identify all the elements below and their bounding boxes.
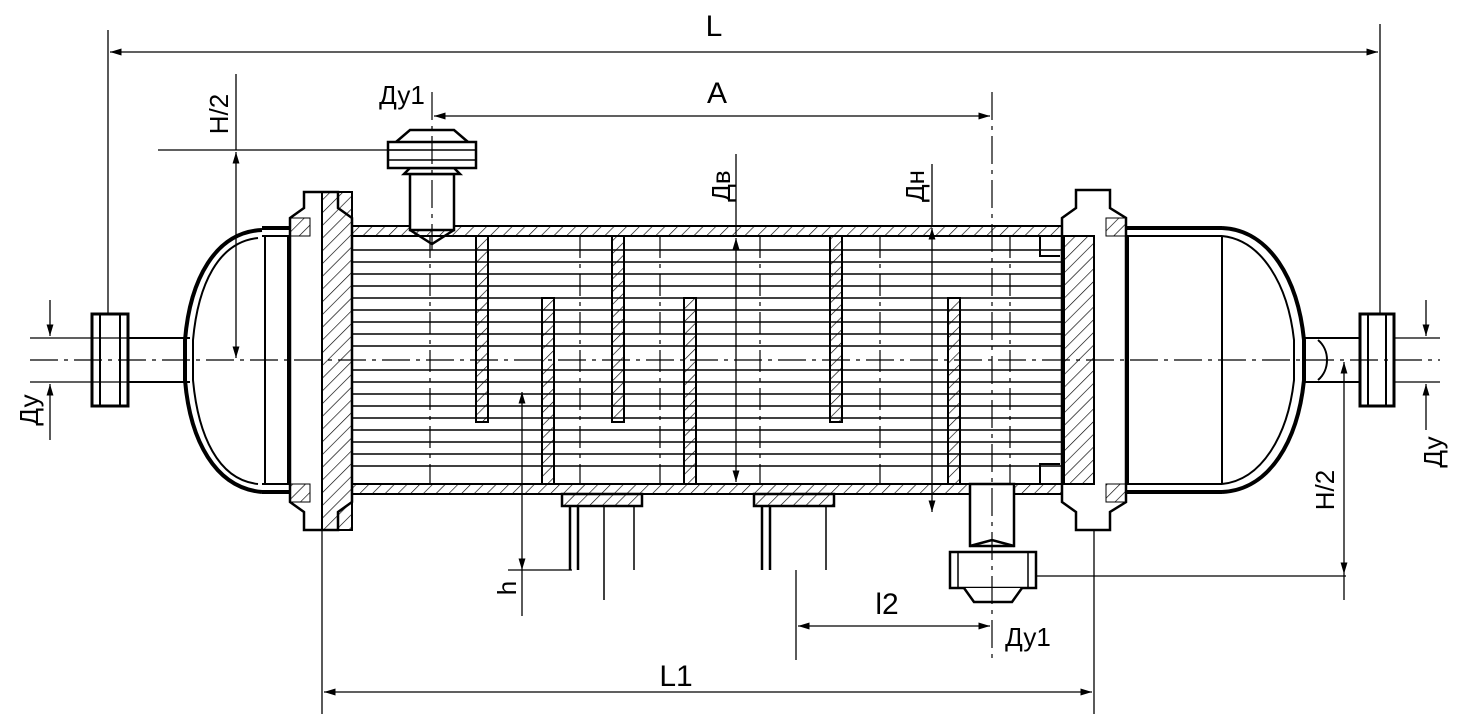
bottom-supports bbox=[560, 492, 836, 600]
label-branch-dn-bottom: Ду1 bbox=[1005, 622, 1051, 652]
left-tubesheet bbox=[288, 190, 354, 532]
label-nozzle-spacing: A bbox=[707, 77, 727, 110]
label-branch-dn-top: Ду1 bbox=[379, 80, 425, 110]
bottom-branch-nozzle bbox=[948, 482, 1038, 604]
label-half-height-right: H/2 bbox=[1310, 470, 1340, 510]
right-internal-tabs bbox=[1039, 236, 1060, 484]
label-nozzle-height: h bbox=[492, 581, 522, 595]
dimension-lines bbox=[30, 24, 1440, 714]
label-nozzle-dn-right: Ду bbox=[1418, 436, 1448, 467]
label-inner-diameter: Дв bbox=[706, 170, 736, 201]
label-bundle-length: L1 bbox=[659, 660, 692, 693]
label-half-height-left: H/2 bbox=[204, 94, 234, 134]
label-nozzle-dn-left: Ду bbox=[14, 394, 44, 425]
label-nozzle-gap: l2 bbox=[875, 588, 898, 621]
label-outer-diameter: Дн bbox=[900, 170, 930, 202]
tube-bundle bbox=[352, 249, 1064, 467]
baffles bbox=[475, 235, 961, 485]
label-overall-length: L bbox=[706, 10, 723, 43]
